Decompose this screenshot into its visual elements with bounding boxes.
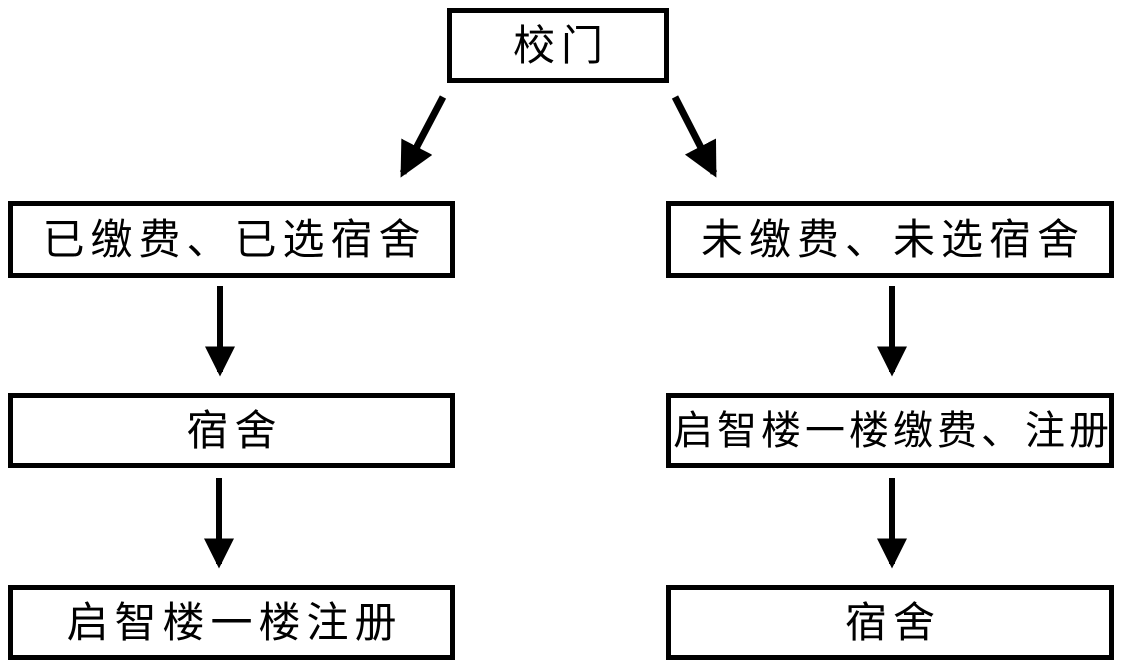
node-qizhi-pay-register: 启智楼一楼缴费、注册 — [666, 393, 1114, 468]
node-paid-selected-dorm: 已缴费、已选宿舍 — [8, 201, 455, 278]
arrow-gate-to-unpaid — [671, 95, 718, 178]
node-school-gate: 校门 — [447, 8, 669, 83]
node-dormitory-right: 宿舍 — [666, 585, 1114, 660]
node-dormitory-left: 宿舍 — [8, 393, 455, 468]
arrow-gate-to-paid — [399, 95, 447, 178]
node-unpaid-unselected-dorm: 未缴费、未选宿舍 — [666, 201, 1114, 278]
node-qizhi-register: 启智楼一楼注册 — [8, 585, 455, 660]
